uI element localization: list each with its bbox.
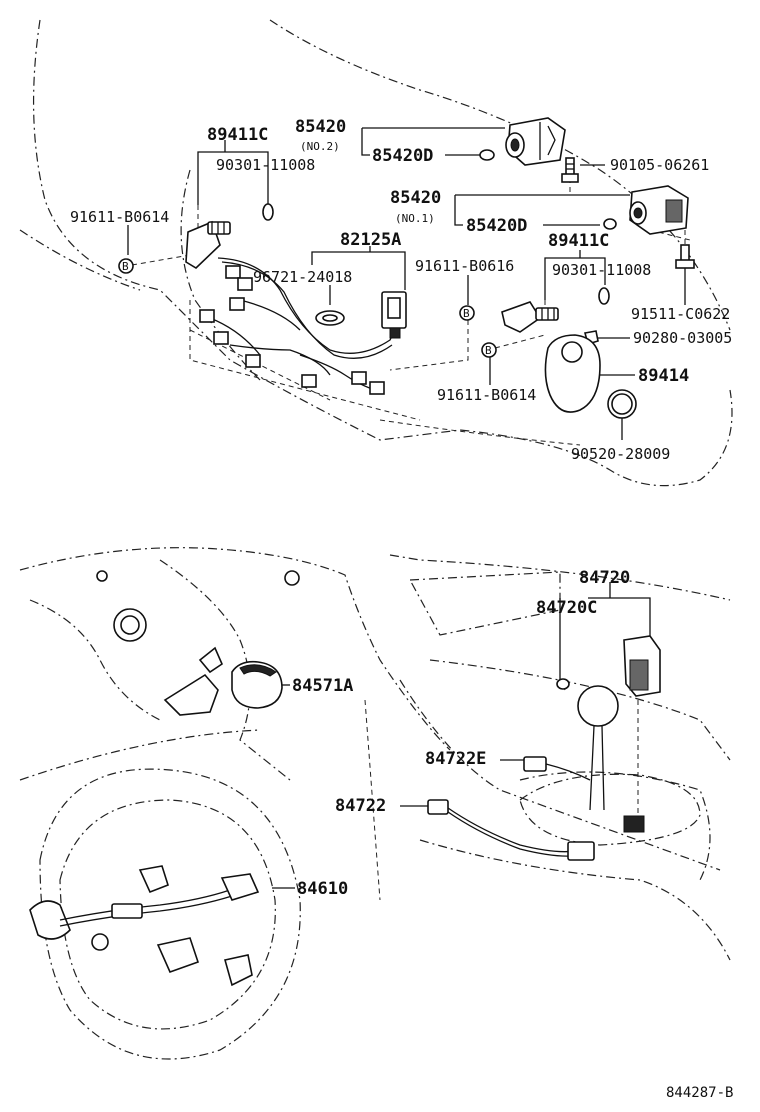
svg-text:B: B [463,307,470,320]
sensor-85420-no1 [629,185,689,235]
label-91511: 91511-C0622 [631,305,730,323]
label-90280: 90280-03005 [633,329,732,347]
label-85420-no2: 85420 [295,117,346,137]
bolt-b-icon: B [122,260,129,273]
screw-84720c [556,678,570,690]
diagram-reference: 844287-B [666,1085,733,1101]
label-84571a: 84571A [292,676,353,696]
label-91611-bottom: 91611-B0614 [437,386,536,404]
bolt-91611-b0616: B [459,305,475,321]
label-84722: 84722 [335,796,386,816]
label-96721: 96721-24018 [253,268,352,286]
label-84720c: 84720C [536,598,597,618]
wire-84722 [427,799,645,861]
sensor-89411c-left [185,220,231,270]
leaders-upper [127,127,691,446]
label-90301-top: 90301-11008 [216,156,315,174]
bolt-91611-left: B [118,258,134,274]
sensor-89411c-right [501,301,559,333]
label-no2: (NO.2) [300,140,340,153]
svg-text:B: B [485,344,492,357]
grommet-90301-left [262,203,274,221]
label-89411c-top: 89411C [207,125,268,145]
label-91611-left: 91611-B0614 [70,208,169,226]
label-90301-right: 90301-11008 [552,261,651,279]
interior-outline-lower [19,547,731,1060]
label-84610: 84610 [297,879,348,899]
oring-90520 [607,389,637,419]
oring-85420d-no2 [479,149,495,161]
cover-89414 [544,334,601,413]
label-90105: 90105-06261 [610,156,709,174]
sensor-85420-no2 [505,117,566,166]
label-91611-b0616: 91611-B0616 [415,257,514,275]
label-89411c-right: 89411C [548,231,609,251]
wire-harness-82125a [199,257,407,395]
label-no1: (NO.1) [395,212,435,225]
bolt-91611-bottom: B [481,342,497,358]
grommet-90301-right [598,287,610,305]
label-84720: 84720 [579,568,630,588]
shift-lever [519,685,701,846]
label-84722e: 84722E [425,749,486,769]
grommet-96721 [315,310,345,326]
switch-84720 [623,635,661,697]
label-82125a: 82125A [340,230,401,250]
bolt-90105 [561,157,579,183]
connector-84722e [523,756,591,781]
switch-84610 [29,865,260,987]
label-85420d-no2: 85420D [372,146,433,166]
bolt-91511 [675,244,695,269]
label-85420d-no1: 85420D [466,216,527,236]
label-85420-no1: 85420 [390,188,441,208]
label-89414: 89414 [638,366,689,386]
label-90520: 90520-28009 [571,445,670,463]
oring-85420d-no1 [603,218,617,230]
part-labels: 89411C 90301-11008 91611-B0614 85420 (NO… [70,117,733,1101]
switch-84571a [163,646,283,716]
